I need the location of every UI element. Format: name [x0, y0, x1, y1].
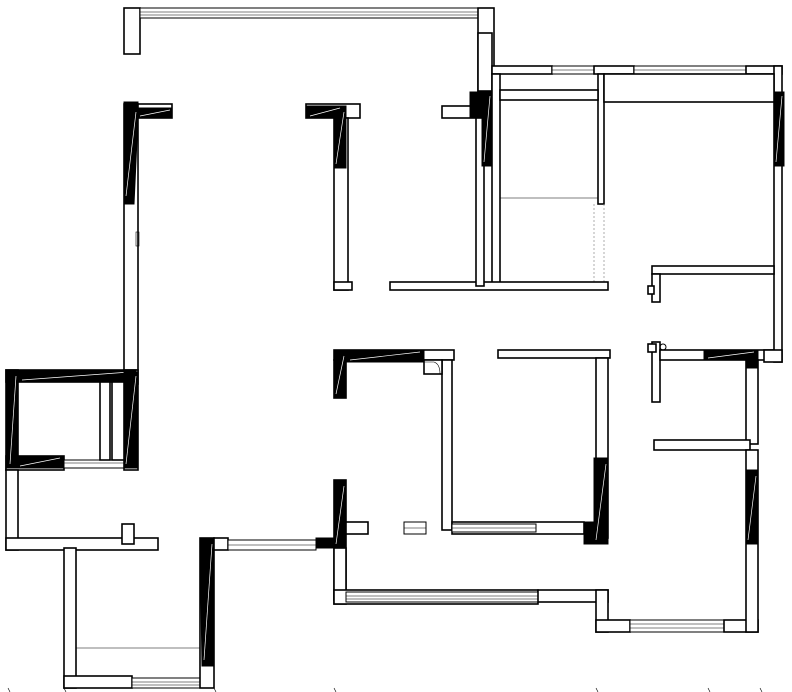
- bedroom-2-walls: [333, 349, 759, 633]
- north-balcony-wall: [123, 7, 495, 93]
- utility-room-walls: [5, 369, 139, 471]
- bedroom-3-walls: [647, 265, 783, 633]
- structural-columns: [5, 91, 785, 667]
- dimension-ticks: [7, 687, 763, 692]
- kitchen-walls: [123, 103, 361, 385]
- south-west-walls: [5, 469, 317, 689]
- bathroom-walls: [333, 349, 585, 535]
- bedroom-1-walls: [491, 65, 783, 363]
